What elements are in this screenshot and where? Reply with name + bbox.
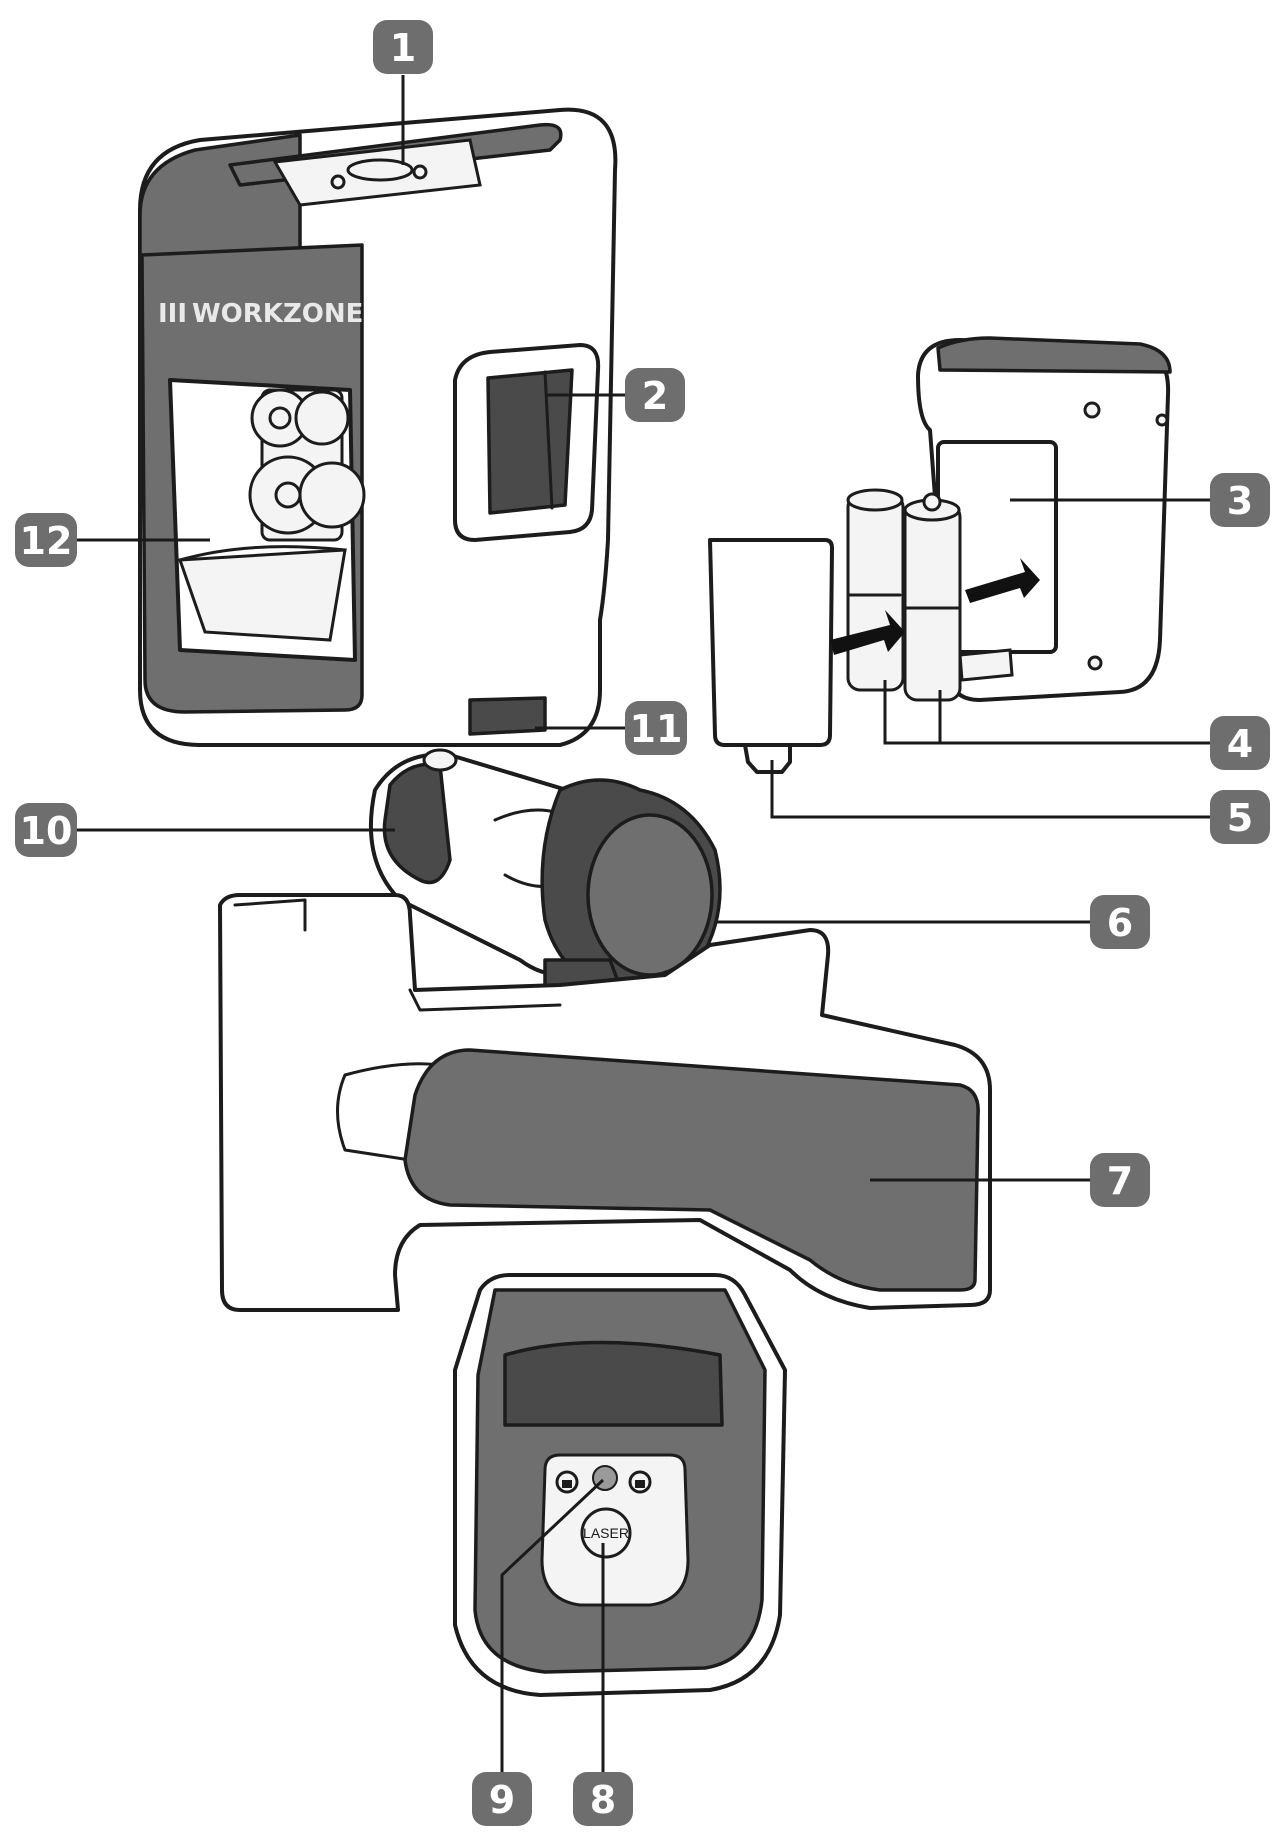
laser-button-label: LASER [583, 1525, 629, 1541]
callout-11: 11 [625, 701, 687, 755]
leader-lines [75, 75, 1210, 1800]
callout-7: 7 [1090, 1153, 1150, 1207]
clamp-grip-pad [403, 1048, 980, 1292]
callout-3: 3 [1210, 473, 1270, 527]
svg-text:4: 4 [1227, 722, 1253, 766]
svg-text:8: 8 [590, 1778, 616, 1822]
svg-text:7: 7 [1107, 1159, 1133, 1203]
callout-6: 6 [1090, 895, 1150, 949]
svg-text:9: 9 [489, 1778, 515, 1822]
callout-8: 8 [573, 1772, 633, 1826]
battery-cover [708, 538, 834, 774]
brand-logo: WORKZONE [192, 299, 363, 329]
svg-text:2: 2 [642, 374, 668, 418]
svg-text:1: 1 [390, 26, 416, 70]
callout-1: 1 [373, 20, 433, 74]
wall-clamp [218, 893, 992, 1312]
svg-text:5: 5 [1227, 796, 1253, 840]
callout-10: 10 [15, 803, 77, 857]
control-panel-view: LASER [453, 1273, 787, 1697]
svg-text:12: 12 [20, 519, 73, 563]
callout-4: 4 [1210, 716, 1270, 770]
brand-logo-prefix: III [158, 299, 187, 329]
svg-text:6: 6 [1107, 901, 1133, 945]
callout-12: 12 [15, 513, 77, 567]
svg-text:10: 10 [20, 809, 73, 853]
laser-level-body: III WORKZONE [138, 107, 618, 747]
laser-button[interactable] [580, 1507, 632, 1559]
svg-text:3: 3 [1227, 479, 1253, 523]
battery-compartment-body [916, 336, 1172, 702]
batteries [830, 488, 1040, 702]
side-switch [486, 368, 574, 515]
callout-9: 9 [472, 1772, 532, 1826]
locking-knob [540, 778, 722, 1007]
laser-prism [248, 388, 366, 542]
svg-text:11: 11 [630, 707, 683, 751]
callout-5: 5 [1210, 790, 1270, 844]
callout-2: 2 [625, 368, 685, 422]
